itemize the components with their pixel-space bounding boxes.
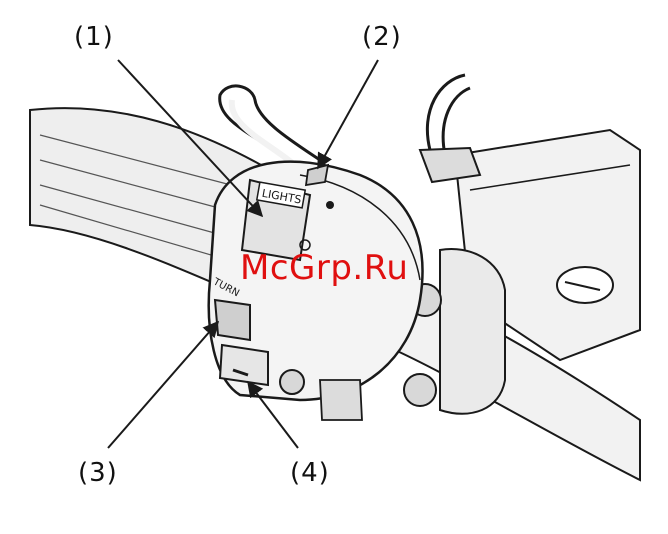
leader-line-3 [108,322,218,448]
callout-label-1: (1) [74,22,114,52]
headlight-symbol [326,201,334,209]
callout-label-2: (2) [362,22,402,52]
watermark: McGrp.Ru [240,248,408,288]
callout-label-4: (4) [290,458,330,488]
leader-line-2 [318,60,378,168]
callout-label-3: (3) [78,458,118,488]
